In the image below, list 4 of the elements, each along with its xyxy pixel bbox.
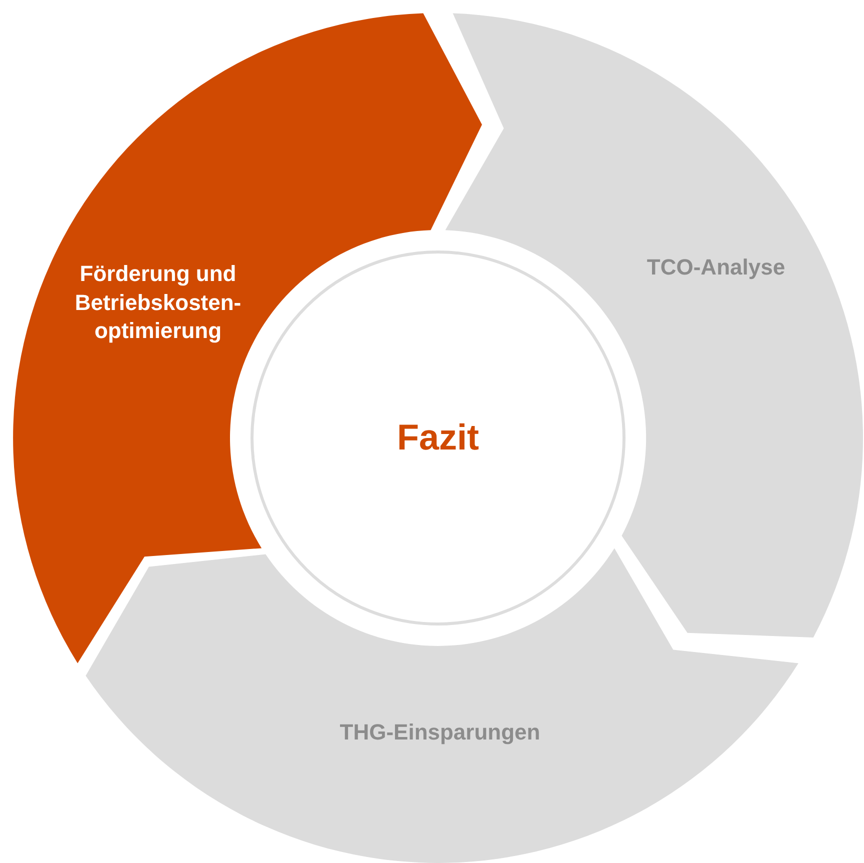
segment-label: Förderung und Betriebskosten-optimierung (74, 260, 242, 346)
center-label: Fazit (396, 416, 480, 460)
segment-label: TCO-Analyse (646, 254, 786, 282)
segment-label: THG-Einsparungen (338, 718, 542, 747)
